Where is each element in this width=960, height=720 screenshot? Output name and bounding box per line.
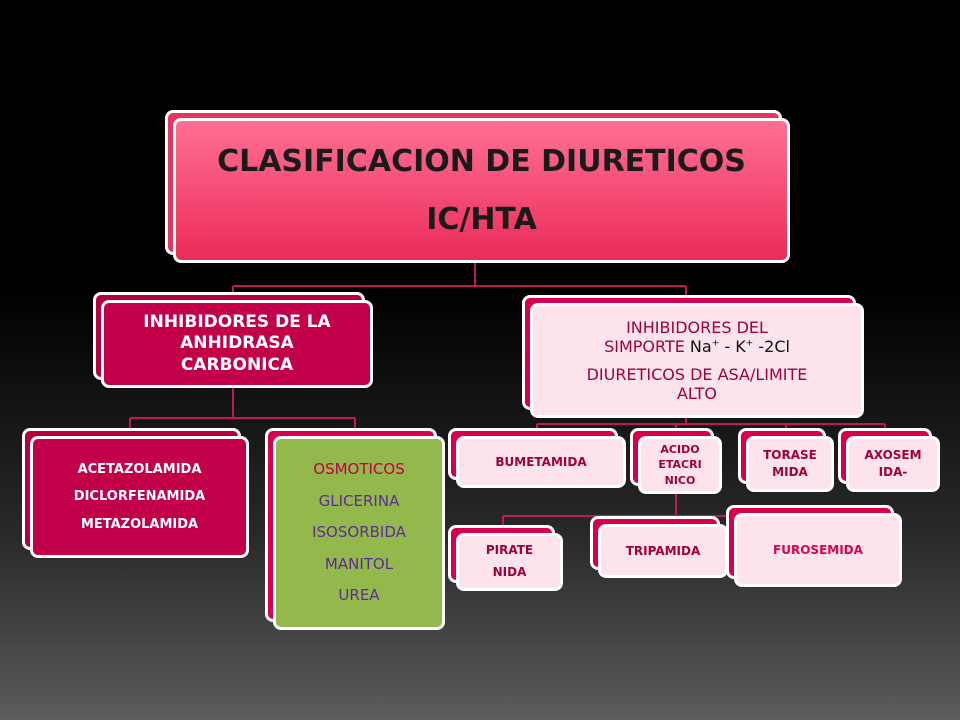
torasemida-node: TORASE MIDA xyxy=(738,428,834,492)
bumetamida-node: BUMETAMIDA xyxy=(448,428,626,488)
simporte-line-4: ALTO xyxy=(676,383,718,403)
ion-na: Na xyxy=(689,337,712,357)
axosemida-line-1: AXOSEM xyxy=(864,448,922,463)
root-node: CLASIFICACION DE DIURETICOS IC/HTA xyxy=(165,110,790,263)
acido-line-3: NICO xyxy=(664,473,696,487)
osmotico-urea: UREA xyxy=(338,586,380,605)
root-title: CLASIFICACION DE DIURETICOS xyxy=(217,144,746,179)
anhidrasa-line-1: INHIBIDORES DE LA xyxy=(143,312,331,333)
simporte-word: SIMPORTE xyxy=(604,337,685,357)
furosemida-node: FUROSEMIDA xyxy=(726,505,902,587)
ion-cl: -2Cl xyxy=(758,337,790,357)
axosemida-line-2: IDA- xyxy=(878,465,908,479)
ion-dash: - xyxy=(724,337,731,357)
simporte-line-2: SIMPORTE Na+ - K+ -2Cl xyxy=(604,337,790,356)
anhidrasa-line-2: ANHIDRASA xyxy=(180,333,294,354)
simporte-line-3: DIURETICOS DE ASA/LIMITE xyxy=(586,364,808,384)
drug-bumetamida: BUMETAMIDA xyxy=(495,454,587,469)
piretanida-line-2: NIDA xyxy=(492,565,527,579)
acido-line-1: ACIDO xyxy=(660,442,700,456)
drug-metazolamida: METAZOLAMIDA xyxy=(80,516,199,532)
drug-furosemida: FUROSEMIDA xyxy=(773,542,863,557)
drug-diclorfenamida: DICLORFENAMIDA xyxy=(73,489,206,505)
osmotico-glicerina: GLICERINA xyxy=(318,491,400,510)
acido-line-2: ETACRI xyxy=(658,458,702,472)
osmoticos-node: OSMOTICOS GLICERINA ISOSORBIDA MANITOL U… xyxy=(265,428,445,630)
acido-etacrinico-node: ACIDO ETACRI NICO xyxy=(630,428,722,494)
piretanida-node: PIRATE NIDA xyxy=(448,525,563,591)
torasemida-line-1: TORASE xyxy=(763,448,817,463)
ion-k: K xyxy=(735,337,746,357)
tripamida-node: TRIPAMIDA xyxy=(590,516,728,578)
anhidrasa-drugs-node: ACETAZOLAMIDA DICLORFENAMIDA METAZOLAMID… xyxy=(22,428,249,558)
torasemida-line-2: MIDA xyxy=(772,465,808,479)
simporte-line-1: INHIBIDORES DEL xyxy=(626,318,768,338)
axosemida-node: AXOSEM IDA- xyxy=(838,428,940,492)
piretanida-line-1: PIRATE xyxy=(485,543,534,558)
anhidrasa-node: INHIBIDORES DE LA ANHIDRASA CARBONICA xyxy=(93,292,373,388)
drug-acetazolamida: ACETAZOLAMIDA xyxy=(77,462,202,478)
osmotico-isosorbida: ISOSORBIDA xyxy=(312,523,406,542)
charge-k: + xyxy=(745,338,754,349)
simporte-node: INHIBIDORES DEL SIMPORTE Na+ - K+ -2Cl D… xyxy=(522,295,864,418)
anhidrasa-line-3: CARBONICA xyxy=(180,354,294,375)
root-subtitle: IC/HTA xyxy=(426,201,537,237)
charge-na: + xyxy=(711,338,720,349)
drug-tripamida: TRIPAMIDA xyxy=(625,543,701,558)
osmotico-manitol: MANITOL xyxy=(324,554,394,573)
osmoticos-title: OSMOTICOS xyxy=(313,460,405,479)
